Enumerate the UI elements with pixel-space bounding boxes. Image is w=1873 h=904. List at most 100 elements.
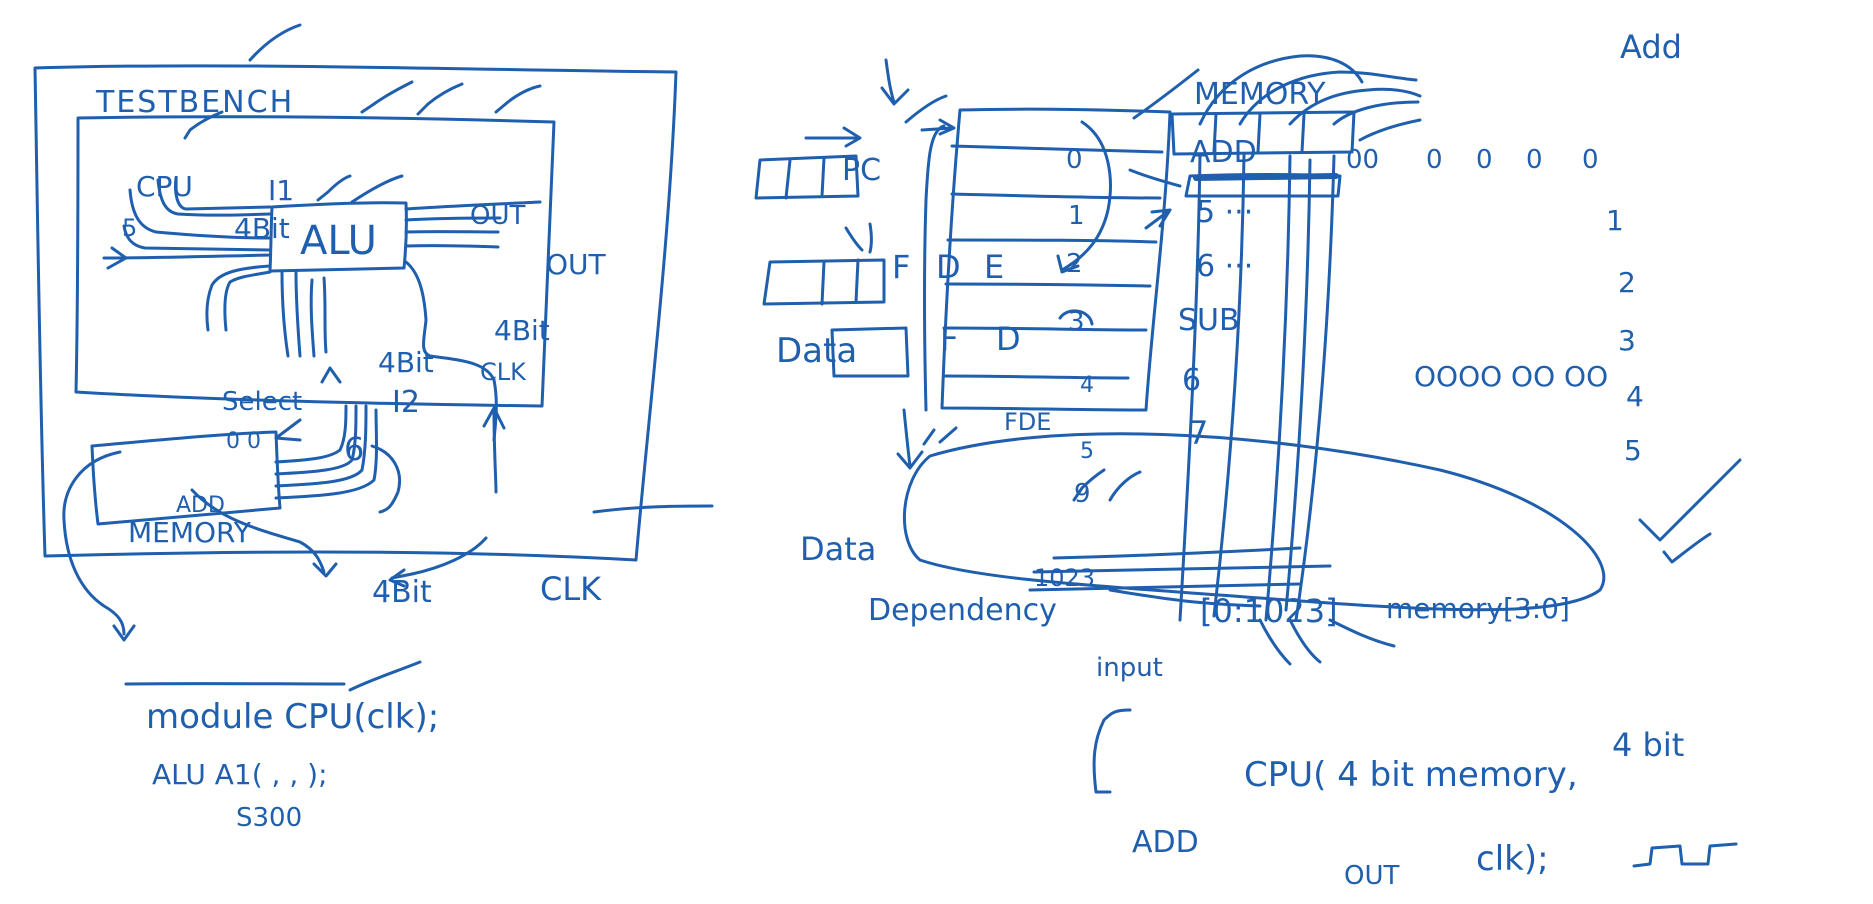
pipe-d: D [936,248,961,286]
pipe-box-top-div1 [784,158,792,200]
alu-inst-line: ALU A1( , , ); [152,758,328,791]
out-wire-2 [404,216,502,222]
right-num-2: 2 [1618,266,1636,299]
mem-arrow-down [312,562,338,578]
memory-label-left: MEMORY [128,516,252,549]
mem-row-1: 5 ··· [1196,195,1253,230]
wire-c [102,253,272,260]
right-num-1: 1 [1606,204,1624,237]
left-loop [62,450,126,636]
big-check [1638,458,1742,564]
mem-wire-2 [274,404,358,476]
data-label-2: Data [800,530,876,568]
row-num-2: 2 [1066,249,1083,279]
i2-wire-4 [322,276,328,354]
memory-decl: memory[3:0] [1386,592,1570,625]
row-line-1 [950,144,1164,154]
check-pc [904,94,948,124]
i2-wire-2 [294,270,302,358]
down-arrow-9 [896,408,924,470]
alu-box [268,201,408,273]
row-num-1023: 1023 [1034,564,1095,592]
underline-3 [1028,582,1302,592]
clk-to-module-head [388,568,406,588]
pipe-box-mid-div1 [820,260,826,306]
four-bit-line [1328,618,1396,648]
alu-out-width: 4Bit [494,314,550,347]
mem-wire-3 [274,404,368,488]
clk-up [492,410,498,494]
four-bit: 4 bit [1612,726,1684,764]
bits-0: 00 [1346,145,1379,175]
check-cpu [183,110,224,140]
row-arrow-1 [1128,168,1182,188]
mem-row-3: SUB [1178,303,1240,338]
pipe-f: F [892,248,910,286]
pipe-e: E [984,248,1004,286]
row-num-9: 9 [1074,479,1091,509]
bits-1: 0 [1426,145,1443,175]
alu-label: ALU [300,218,377,264]
circles-row: OOOO OO OO [1414,360,1608,393]
row-line-4 [944,282,1152,288]
mem-arrow [274,418,302,442]
clk-to-module [390,536,488,580]
mem-width: 4Bit [372,575,432,610]
dependency-ellipse [902,432,1606,612]
out-line: OUT [1344,861,1399,891]
mem-row-5: 7 [1188,414,1208,452]
zero-arrow [920,118,956,136]
vwire-3 [1264,154,1292,622]
module-line: module CPU(clk); [146,697,439,737]
left-loop-head [112,624,136,642]
mem-wire-1 [274,404,348,464]
out-label: OUT [470,201,525,231]
wire-i1-a [156,178,272,217]
memory-box-left [90,430,282,526]
cpu-line: CPU( 4 bit memory, [1244,755,1578,795]
right-num-3: 3 [1618,324,1636,357]
vwire-4 [1294,154,1336,622]
left-rail [923,124,946,412]
memory-curve-head [1056,254,1080,274]
row-num-4: 4 [1080,373,1094,398]
add-curve-4 [1332,100,1420,126]
wire-b [122,224,272,252]
bits-div-2 [1256,112,1262,154]
input-lines [1108,588,1262,608]
bits-div-1 [1212,112,1218,154]
i2-label: I2 [392,385,420,420]
row-line-3 [946,238,1158,244]
row-line-6 [942,374,1130,380]
select-label: Select [222,387,302,417]
underline-1 [1052,546,1302,560]
wire-i1-b [174,176,272,211]
select-wire-2 [223,270,272,332]
pc-arrow [804,126,862,148]
testbench-check [248,23,302,62]
bits-div-3 [1300,112,1306,154]
six-label: 6 [344,430,364,468]
row-num-5: 5 [1080,439,1094,464]
select-wire-1 [205,264,272,332]
add-curve-3 [1288,87,1422,126]
check-9 [922,426,958,446]
testbench-label: TESTBENCH [95,85,294,120]
pipe3-fde: FDE [1004,408,1051,436]
row3-loop [1058,309,1094,326]
bits-2: 0 [1476,145,1493,175]
bits-row-box [1170,110,1356,156]
clock-wave [1632,842,1738,868]
data-label: Data [776,331,857,371]
mem-row-4: 6 [1182,363,1201,398]
cpu-box [74,115,556,408]
memory-curve [1060,120,1112,272]
right-num-5: 5 [1624,434,1642,467]
mem-wire-4 [274,408,378,500]
i2-width: 4Bit [378,346,434,379]
i1-label: I1 [268,174,294,207]
check-3 [494,84,542,114]
add-curve-2 [1238,70,1418,126]
select-bits: 0 0 [226,429,261,454]
